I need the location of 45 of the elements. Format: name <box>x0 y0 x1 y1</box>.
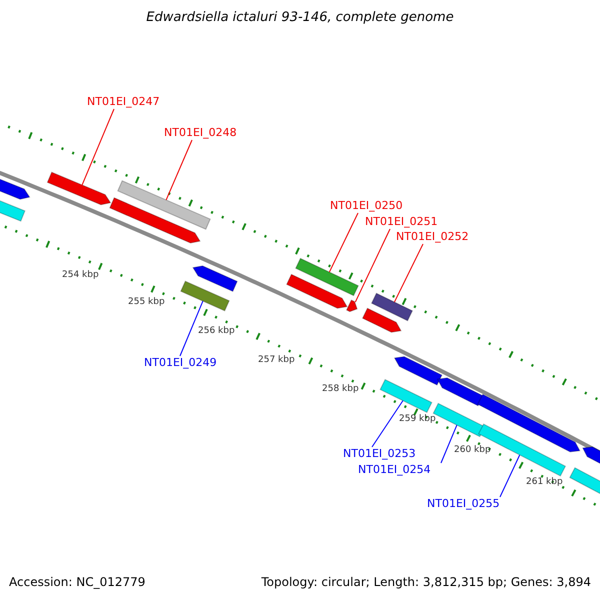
map-info: Topology: circular; Length: 3,812,315 bp; Genes: 3,894 <box>261 576 591 588</box>
gene-feature <box>370 292 414 322</box>
map-info: Accession: NC_012779 <box>9 576 146 588</box>
gene-feature <box>394 356 443 386</box>
gene-label: NT01EI_0247 <box>87 96 160 108</box>
gene-label: NT01EI_0248 <box>164 127 237 139</box>
gene-label: NT01EI_0250 <box>330 200 403 212</box>
scale-label: 260 kbp <box>454 444 491 456</box>
leader-line <box>180 300 204 356</box>
scale-label: 259 kbp <box>399 413 436 425</box>
gene-label: NT01EI_0249 <box>144 357 217 369</box>
gene-feature <box>286 274 348 309</box>
gene-label: NT01EI_0254 <box>358 464 431 476</box>
title: Edwardsiella ictaluri 93-146, complete genome <box>145 12 455 24</box>
leader-line <box>328 212 358 273</box>
gene-feature <box>117 180 211 230</box>
leader-line <box>354 228 390 303</box>
scale-label: 256 kbp <box>198 325 235 337</box>
gene-feature <box>192 265 238 292</box>
gene-feature <box>46 172 112 206</box>
leader-line <box>394 244 424 303</box>
gene-feature <box>380 378 432 414</box>
leader-line <box>500 454 520 498</box>
gene-feature <box>109 197 201 244</box>
scale-label: 254 kbp <box>62 269 99 281</box>
leader-line <box>166 140 192 200</box>
scale-label: 258 kbp <box>322 383 359 395</box>
scale-label: 257 kbp <box>258 354 295 366</box>
gene-feature <box>0 177 30 200</box>
gene-label: NT01EI_0255 <box>427 498 500 510</box>
gene-feature <box>295 258 359 296</box>
gene-label: NT01EI_0252 <box>396 231 469 243</box>
gene-feature <box>569 467 600 497</box>
leader-line <box>372 400 404 448</box>
leader-line <box>82 108 114 186</box>
gene-feature <box>362 308 402 333</box>
gene-label: NT01EI_0251 <box>365 216 438 228</box>
gene-label: NT01EI_0253 <box>343 448 416 460</box>
gene-feature <box>180 280 230 312</box>
gene-feature <box>346 299 358 312</box>
gene-feature <box>0 198 26 222</box>
scale-label: 255 kbp <box>128 296 165 308</box>
scale-label: 261 kbp <box>526 476 563 488</box>
leader-line <box>440 424 458 464</box>
gene-feature <box>436 377 484 406</box>
